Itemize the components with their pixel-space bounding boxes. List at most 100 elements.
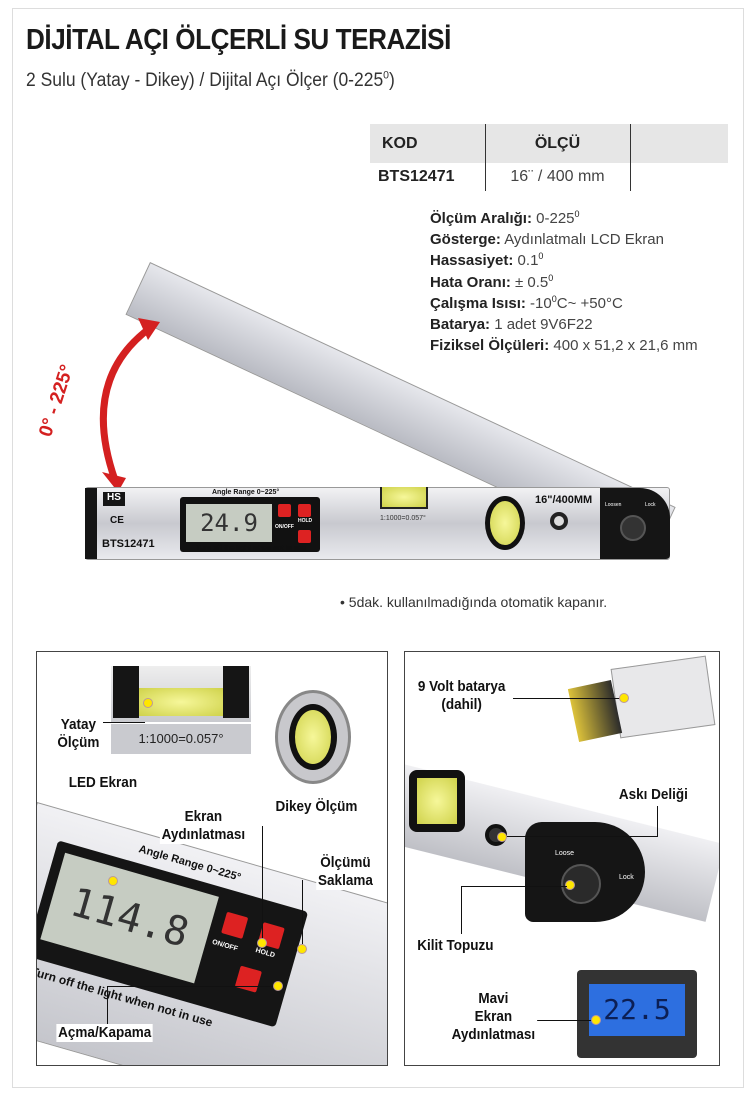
hold-label: HOLD: [298, 518, 313, 524]
spec-value-after: C~ +50°C: [556, 294, 623, 312]
pointer-line: [103, 722, 145, 723]
pointer-dot: [297, 944, 307, 954]
spec-label: Batarya:: [430, 316, 491, 334]
spec-label: Gösterge:: [430, 231, 501, 249]
col-olcu: ÖLÇÜ: [485, 124, 631, 163]
ce-mark: CE: [110, 515, 124, 526]
label-mavi: Mavi Ekran Aydınlatması: [449, 990, 537, 1044]
spec-value: -10: [525, 294, 552, 312]
pointer-line: [262, 826, 263, 942]
pointer-dot: [565, 880, 575, 890]
pointer-dot: [108, 876, 118, 886]
vertical-vial-closeup: [289, 704, 337, 770]
pointer-line: [503, 836, 658, 837]
cell-empty: [630, 163, 728, 191]
vial-text: 1:1000=0.057°: [380, 515, 426, 522]
spec-sup: 0: [574, 209, 580, 219]
label-aski: Askı Deliği: [617, 786, 690, 804]
hang-hole: [550, 512, 568, 530]
pointer-dot: [497, 832, 507, 842]
label-yatay: Yatay Ölçüm: [55, 716, 102, 752]
spec-value: ± 0.5: [510, 273, 549, 291]
note: • 5dak. kullanılmadığında otomatik kapan…: [340, 594, 608, 610]
detail-box-left: 1:1000=0.057° Angle Range 0~225° 114.8 O…: [36, 651, 388, 1066]
lcd-display: 24.9: [186, 504, 272, 542]
light-button: [278, 504, 291, 517]
hold-button: [298, 504, 311, 517]
spec-item: Batarya: 1 adet 9V6F22: [430, 314, 698, 335]
label-led: LED Ekran: [66, 774, 139, 792]
note-text: 5dak. kullanılmadığında otomatik kapanır…: [348, 594, 608, 610]
horizontal-vial-closeup: [139, 688, 223, 716]
onoff-label: ON/OFF: [275, 524, 294, 530]
pointer-line: [107, 986, 108, 1024]
col-empty: [630, 124, 728, 163]
pointer-dot: [591, 1015, 601, 1025]
vial-text-closeup: 1:1000=0.057°: [111, 724, 251, 754]
col-kod: KOD: [370, 124, 486, 163]
model-label: BTS12471: [102, 538, 155, 550]
spec-sup: 0: [551, 293, 557, 304]
pointer-line: [302, 880, 303, 944]
angle-range-text: Angle Range 0~225°: [212, 489, 280, 496]
blue-lcd-display: 22.5: [589, 984, 685, 1036]
pointer-dot: [619, 693, 629, 703]
spec-value: 0.1: [513, 252, 539, 270]
vertical-vial: [485, 496, 525, 550]
spec-sup: 0: [538, 251, 544, 262]
spec-label: Çalışma Isısı:: [430, 294, 526, 312]
footer-text: Turn off the light when not in use: [196, 545, 306, 552]
loose-label: Loose: [555, 850, 575, 857]
label-ekran: Ekran Aydınlatması: [159, 808, 247, 844]
pointer-line: [107, 986, 275, 987]
lock-label-closeup: Lock: [619, 874, 634, 881]
spec-item: Gösterge: Aydınlatmalı LCD Ekran: [430, 229, 698, 250]
brand-logo: HS: [103, 492, 125, 506]
spec-item: Çalışma Isısı: -100C~ +50°C: [430, 293, 698, 314]
spec-value: 400 x 51,2 x 21,6 mm: [549, 337, 698, 355]
size-label: 16"/400MM: [535, 494, 593, 506]
page-frame: [12, 8, 744, 1088]
label-dikey: Dikey Ölçüm: [273, 798, 360, 816]
label-kilit: Kilit Topuzu: [415, 937, 496, 955]
spec-value: Aydınlatmalı LCD Ekran: [500, 231, 664, 249]
label-olcumu: Ölçümü Saklama: [316, 854, 375, 890]
spec-item: Hassasiyet: 0.10: [430, 250, 698, 271]
angle-arrow-icon: [99, 318, 160, 492]
pointer-dot: [257, 938, 267, 948]
subtitle-end: ): [389, 70, 395, 91]
spec-item: Ölçüm Aralığı: 0-2250: [430, 208, 698, 229]
vial-closeup-right: [409, 770, 465, 832]
end-cap: [85, 488, 97, 559]
spec-label: Hassasiyet:: [430, 252, 514, 270]
pointer-line: [657, 806, 658, 836]
lock-knob: [620, 515, 646, 541]
spec-value: 0-225: [531, 210, 575, 227]
pointer-line: [513, 698, 623, 699]
horizontal-vial: [380, 487, 428, 509]
pointer-line: [461, 886, 567, 887]
spec-label: Fiziksel Ölçüleri:: [430, 337, 550, 355]
spec-label: Hata Oranı:: [430, 273, 511, 291]
spec-item: Hata Oranı: ± 0.50: [430, 272, 698, 293]
pointer-dot: [273, 981, 283, 991]
page-title: DİJİTAL AÇI ÖLÇERLİ SU TERAZİSİ: [26, 24, 451, 56]
cell-olcu: 16¨ / 400 mm: [485, 163, 631, 191]
spec-label: Ölçüm Aralığı:: [430, 210, 532, 227]
page-subtitle: 2 Sulu (Yatay - Dikey) / Dijital Açı Ölç…: [26, 70, 395, 92]
detail-box-right: Loose Lock 22.5 9 Volt batarya (dahil) A…: [404, 651, 720, 1066]
lock-label: Lock: [645, 502, 656, 508]
label-acma: Açma/Kapama: [56, 1024, 154, 1042]
spec-sup: 0: [548, 272, 554, 283]
vial-frame-left: [113, 666, 139, 718]
onoff-button: [298, 530, 311, 543]
label-batarya: 9 Volt batarya (dahil): [416, 678, 508, 714]
loosen-label: Loosen: [605, 502, 622, 508]
pointer-line: [533, 1020, 593, 1021]
subtitle-text: 2 Sulu (Yatay - Dikey) / Dijital Açı Ölç…: [26, 70, 384, 91]
subtitle-sup: 0: [383, 69, 390, 82]
pointer-line: [461, 886, 462, 934]
